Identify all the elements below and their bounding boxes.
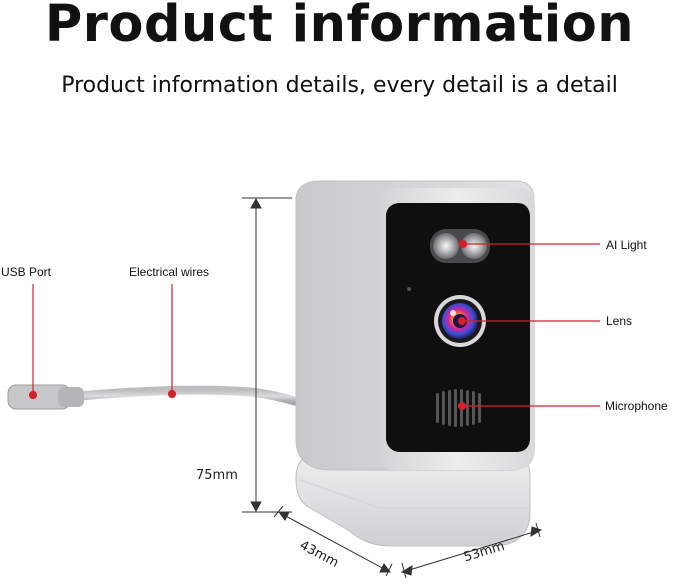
page-subtitle: Product information details, every detai… — [61, 73, 618, 98]
callout-lines — [28, 239, 600, 411]
dimension-height: 75mm — [196, 468, 238, 483]
camera-body — [295, 180, 535, 471]
label-ai-light: AI Light — [606, 238, 647, 252]
label-lens: Lens — [606, 314, 633, 328]
microphone-grille — [436, 389, 481, 427]
page-title: Product information — [44, 0, 635, 54]
cable — [7, 384, 303, 410]
label-usb-port: USB Port — [1, 265, 52, 279]
label-microphone: Microphone — [605, 399, 668, 413]
dimension-lines — [242, 197, 543, 579]
label-electrical-wires: Electrical wires — [129, 265, 210, 279]
sensor-pinhole — [407, 287, 411, 291]
